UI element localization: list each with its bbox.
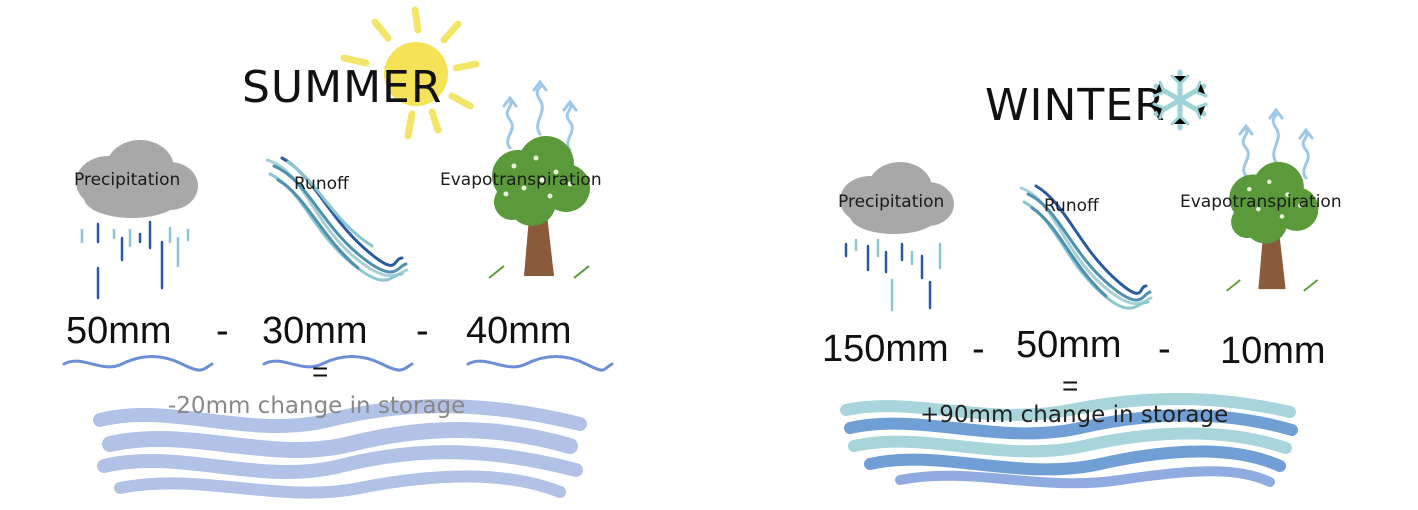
- summer-minus-2: -: [416, 310, 429, 352]
- tree-icon: [488, 136, 590, 279]
- rain-cloud-icon: [76, 140, 198, 300]
- winter-minus-2: -: [1158, 328, 1171, 370]
- winter-evapotranspiration-value: 10mm: [1220, 330, 1326, 372]
- rain-cloud-icon-winter: [840, 162, 954, 312]
- winter-title: WINTER: [985, 80, 1166, 131]
- tree-icon-winter: [1225, 161, 1319, 292]
- snowflake-icon: [1152, 69, 1208, 131]
- winter-evapotranspiration-label: Evapotranspiration: [1180, 192, 1342, 212]
- summer-result: -20mm change in storage: [168, 393, 466, 419]
- summer-runoff-label: Runoff: [294, 174, 349, 194]
- winter-water-storage: [840, 392, 1298, 489]
- summer-runoff-value: 30mm: [262, 310, 368, 352]
- summer-precipitation-label: Precipitation: [74, 170, 181, 190]
- summer-precipitation-value: 50mm: [66, 310, 172, 352]
- winter-runoff-label: Runoff: [1044, 196, 1099, 216]
- summer-minus-1: -: [216, 310, 229, 352]
- runoff-icon: [265, 156, 409, 282]
- summer-wavy-underlines: [62, 355, 614, 372]
- winter-equals: =: [1062, 370, 1079, 401]
- winter-minus-1: -: [972, 328, 985, 370]
- winter-result: +90mm change in storage: [920, 402, 1229, 428]
- winter-precipitation-value: 150mm: [822, 328, 949, 370]
- winter-runoff-value: 50mm: [1016, 324, 1122, 366]
- summer-water-storage: [93, 399, 587, 499]
- runoff-icon-winter: [1019, 184, 1153, 310]
- summer-title: SUMMER: [242, 62, 443, 113]
- summer-equals: =: [312, 356, 329, 387]
- summer-evapotranspiration-label: Evapotranspiration: [440, 170, 602, 190]
- sun-icon: [340, 6, 480, 140]
- steam-arrows-icon: [502, 79, 578, 152]
- winter-precipitation-label: Precipitation: [838, 192, 945, 212]
- steam-arrows-icon-winter: [1238, 107, 1314, 180]
- summer-evapotranspiration-value: 40mm: [466, 310, 572, 352]
